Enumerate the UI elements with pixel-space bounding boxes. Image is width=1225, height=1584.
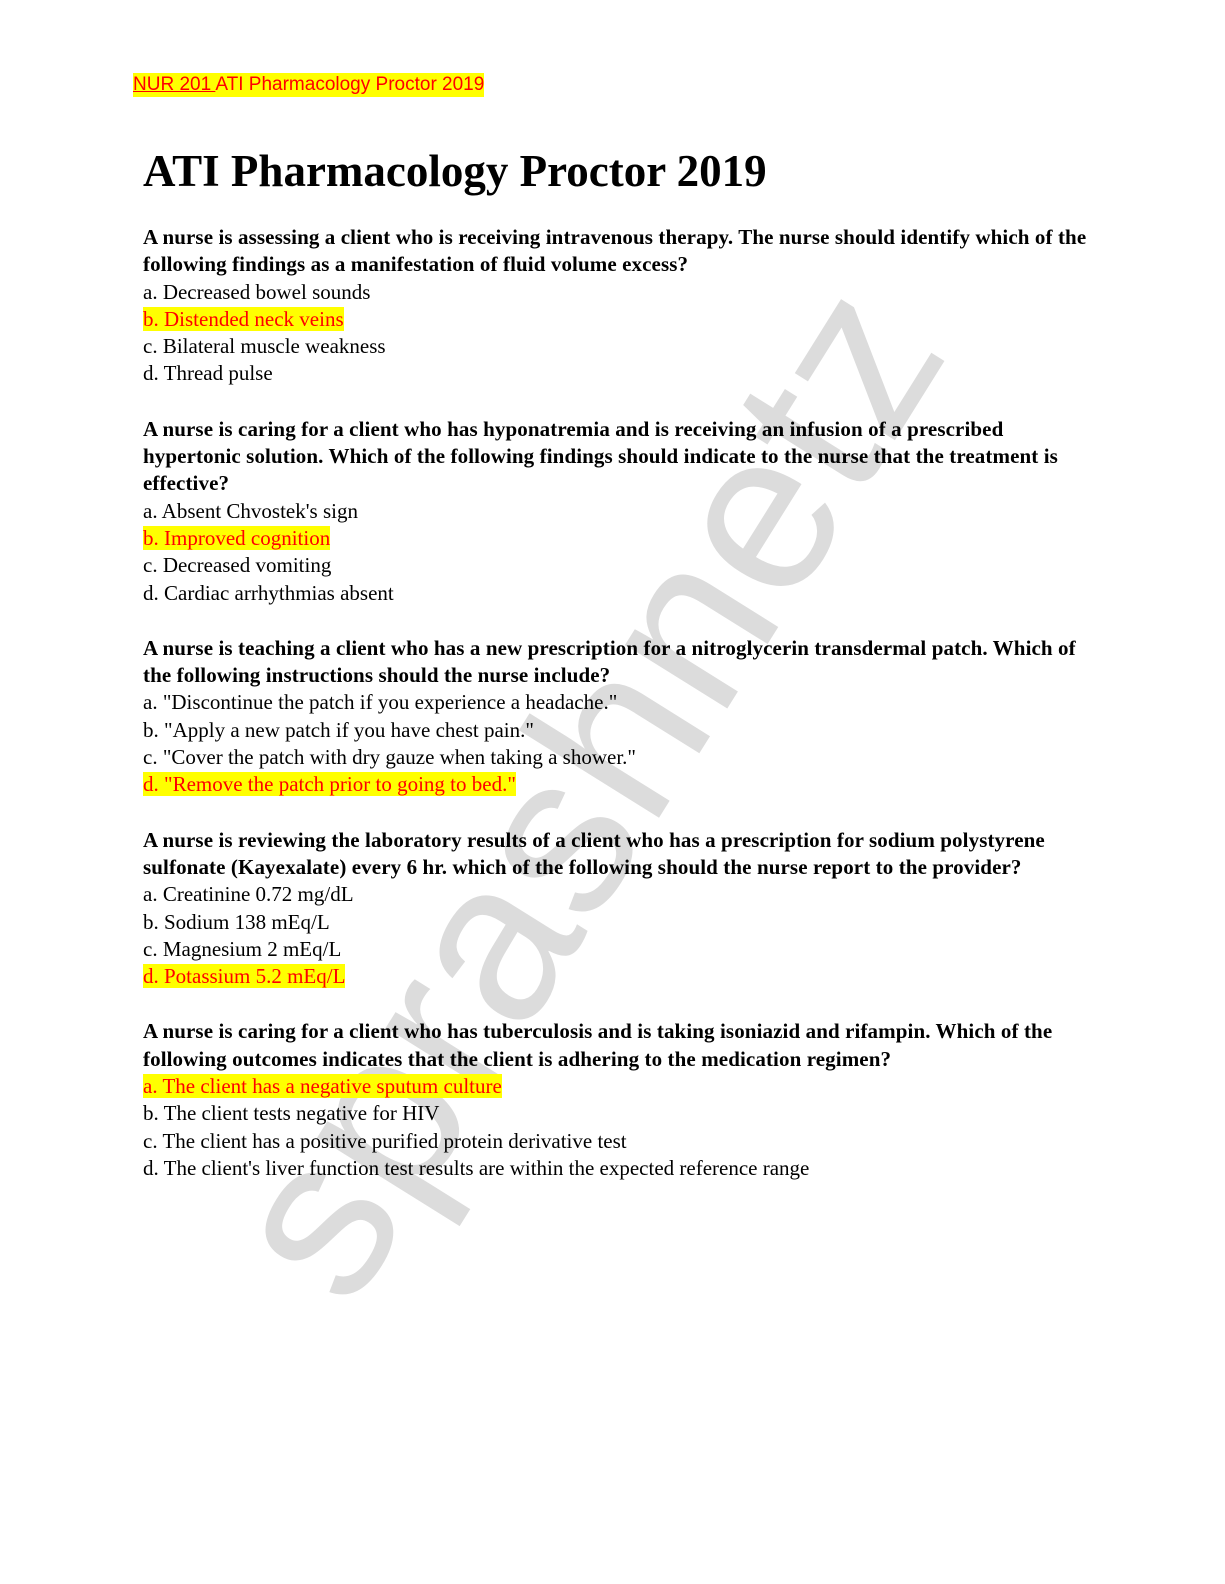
option-d: d. Thread pulse xyxy=(143,360,1093,387)
question-stem: A nurse is caring for a client who has t… xyxy=(143,1019,1053,1071)
question-stem: A nurse is teaching a client who has a n… xyxy=(143,635,1076,688)
option-text: d. Cardiac arrhythmias absent xyxy=(143,580,394,605)
document-header: NUR 201 ATI Pharmacology Proctor 2019 xyxy=(133,73,485,97)
option-a-correct: a. The client has a negative sputum cult… xyxy=(143,1073,1093,1100)
option-text: b. The client tests negative for HIV xyxy=(143,1101,440,1126)
option-c: c. Bilateral muscle weakness xyxy=(143,333,1093,360)
highlighted-answer: d. Potassium 5.2 mEq/L xyxy=(143,964,346,989)
option-text: a. Absent Chvostek's sign xyxy=(143,498,358,523)
option-text: c. "Cover the patch with dry gauze when … xyxy=(143,745,636,770)
option-text: b. Sodium 138 mEq/L xyxy=(143,909,330,934)
question-1: A nurse is assessing a client who is rec… xyxy=(143,224,1093,388)
option-d-correct: d. "Remove the patch prior to going to b… xyxy=(143,771,1093,798)
page-title: ATI Pharmacology Proctor 2019 xyxy=(143,146,767,196)
option-a: a. Creatinine 0.72 mg/dL xyxy=(143,881,1093,908)
option-text: c. Decreased vomiting xyxy=(143,553,332,578)
option-c: c. The client has a positive purified pr… xyxy=(143,1128,1093,1155)
option-text: c. Bilateral muscle weakness xyxy=(143,334,386,359)
question-list: A nurse is assessing a client who is rec… xyxy=(143,224,1093,1210)
question-2: A nurse is caring for a client who has h… xyxy=(143,416,1093,607)
highlighted-answer: a. The client has a negative sputum cult… xyxy=(143,1074,502,1099)
option-c: c. Decreased vomiting xyxy=(143,552,1093,579)
option-d: d. Cardiac arrhythmias absent xyxy=(143,580,1093,607)
option-text: a. Creatinine 0.72 mg/dL xyxy=(143,882,354,907)
option-text: a. "Discontinue the patch if you experie… xyxy=(143,690,618,715)
question-stem: A nurse is assessing a client who is rec… xyxy=(143,225,1087,277)
question-stem: A nurse is caring for a client who has h… xyxy=(143,416,1058,496)
option-c: c. Magnesium 2 mEq/L xyxy=(143,936,1093,963)
option-text: c. The client has a positive purified pr… xyxy=(143,1128,627,1153)
question-5: A nurse is caring for a client who has t… xyxy=(143,1018,1093,1182)
highlighted-answer: b. Distended neck veins xyxy=(143,306,344,331)
option-b-correct: b. Improved cognition xyxy=(143,525,1093,552)
header-text: ATI Pharmacology Proctor 2019 xyxy=(215,74,485,95)
option-b: b. "Apply a new patch if you have chest … xyxy=(143,717,1093,744)
option-text: c. Magnesium 2 mEq/L xyxy=(143,936,342,961)
highlighted-answer: b. Improved cognition xyxy=(143,525,331,550)
option-a: a. "Discontinue the patch if you experie… xyxy=(143,689,1093,716)
option-a: a. Decreased bowel sounds xyxy=(143,279,1093,306)
option-d-correct: d. Potassium 5.2 mEq/L xyxy=(143,963,1093,990)
option-text: a. Decreased bowel sounds xyxy=(143,279,371,304)
question-4: A nurse is reviewing the laboratory resu… xyxy=(143,827,1093,991)
option-text: d. The client's liver function test resu… xyxy=(143,1155,810,1180)
highlighted-answer: d. "Remove the patch prior to going to b… xyxy=(143,772,516,797)
course-code: NUR 201 xyxy=(133,74,216,95)
option-b-correct: b. Distended neck veins xyxy=(143,306,1093,333)
option-d: d. The client's liver function test resu… xyxy=(143,1155,1093,1182)
question-3: A nurse is teaching a client who has a n… xyxy=(143,635,1093,799)
option-b: b. Sodium 138 mEq/L xyxy=(143,909,1093,936)
option-text: b. "Apply a new patch if you have chest … xyxy=(143,717,534,742)
option-text: d. Thread pulse xyxy=(143,361,273,386)
option-b: b. The client tests negative for HIV xyxy=(143,1100,1093,1127)
question-stem: A nurse is reviewing the laboratory resu… xyxy=(143,827,1045,879)
option-a: a. Absent Chvostek's sign xyxy=(143,498,1093,525)
option-c: c. "Cover the patch with dry gauze when … xyxy=(143,744,1093,771)
